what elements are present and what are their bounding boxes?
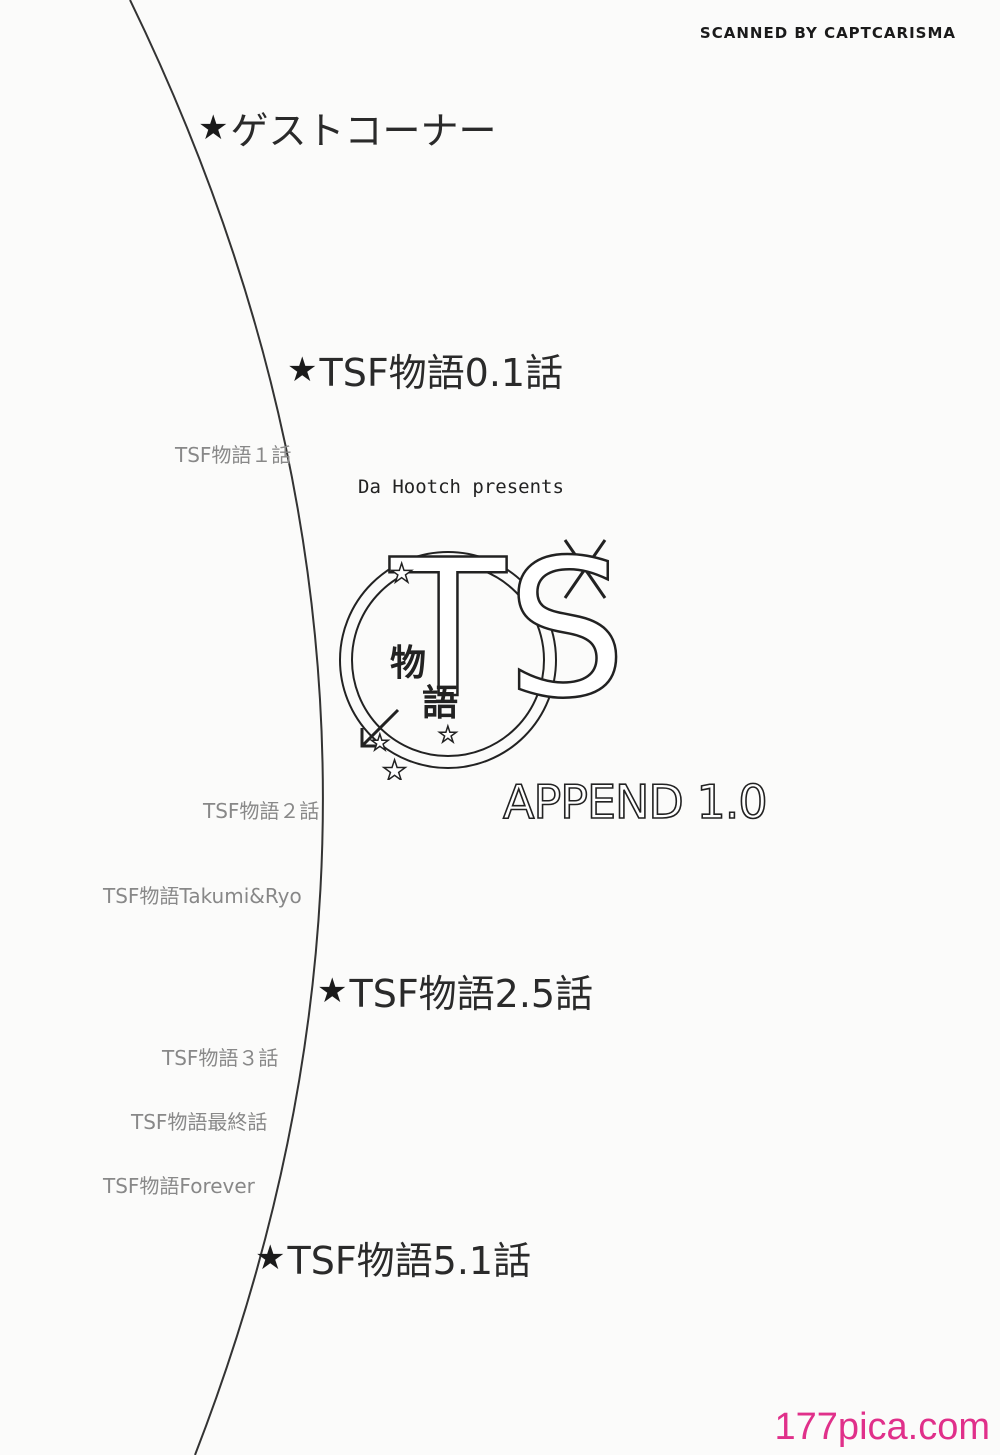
entry-guest-corner: ★ ゲストコーナー xyxy=(198,100,497,155)
tsf-logo: TSF 物 語 ★ ★ ★ ★ xyxy=(339,518,630,780)
logo-star-icon: ★ xyxy=(370,731,390,756)
entry-episode-2-5: ★ TSF物語2.5話 xyxy=(317,963,593,1018)
presents-text: Da Hootch presents xyxy=(358,476,564,498)
star-icon: ★ xyxy=(317,970,348,1011)
entry-label: TSF物語5.1話 xyxy=(287,1239,532,1283)
entry-label: TSF物語最終話 xyxy=(131,1110,268,1134)
star-icon: ★ xyxy=(287,349,318,390)
entry-label: TSF物語１話 xyxy=(175,443,292,467)
watermark: 177pica.com xyxy=(774,1406,990,1448)
entry-label: TSF物語0.1話 xyxy=(319,351,564,395)
entry-label: TSF物語３話 xyxy=(162,1046,279,1070)
logo-star-icon: ★ xyxy=(390,559,413,589)
entry-episode-2: TSF物語２話 xyxy=(203,795,319,824)
entry-label: TSF物語2.5話 xyxy=(349,972,594,1016)
scan-credit: SCANNED BY CAPTCARISMA xyxy=(699,24,956,42)
entry-episode-0-1: ★ TSF物語0.1話 xyxy=(287,342,563,397)
entry-label: TSF物語Forever xyxy=(103,1174,255,1198)
entry-episode-3: TSF物語３話 xyxy=(162,1042,278,1071)
star-icon: ★ xyxy=(198,107,229,148)
logo-letters: TSF xyxy=(389,519,630,740)
logo-kanji-top: 物 xyxy=(390,643,426,684)
logo-star-icon: ★ xyxy=(382,754,407,780)
entry-episode-5-1: ★ TSF物語5.1話 xyxy=(255,1230,531,1285)
append-title: APPEND 1.0 xyxy=(502,774,768,830)
entry-final-episode: TSF物語最終話 xyxy=(131,1106,267,1135)
entry-label: TSF物語Takumi&Ryo xyxy=(103,884,302,908)
entry-label: ゲストコーナー xyxy=(230,109,497,153)
logo-star-icon: ★ xyxy=(438,723,458,748)
entry-label: TSF物語２話 xyxy=(203,799,320,823)
entry-takumi-ryo: TSF物語Takumi&Ryo xyxy=(103,880,302,909)
logo-kanji-bottom: 語 xyxy=(422,683,458,724)
star-icon: ★ xyxy=(255,1237,286,1278)
entry-forever: TSF物語Forever xyxy=(103,1170,255,1199)
entry-episode-1: TSF物語１話 xyxy=(175,439,291,468)
